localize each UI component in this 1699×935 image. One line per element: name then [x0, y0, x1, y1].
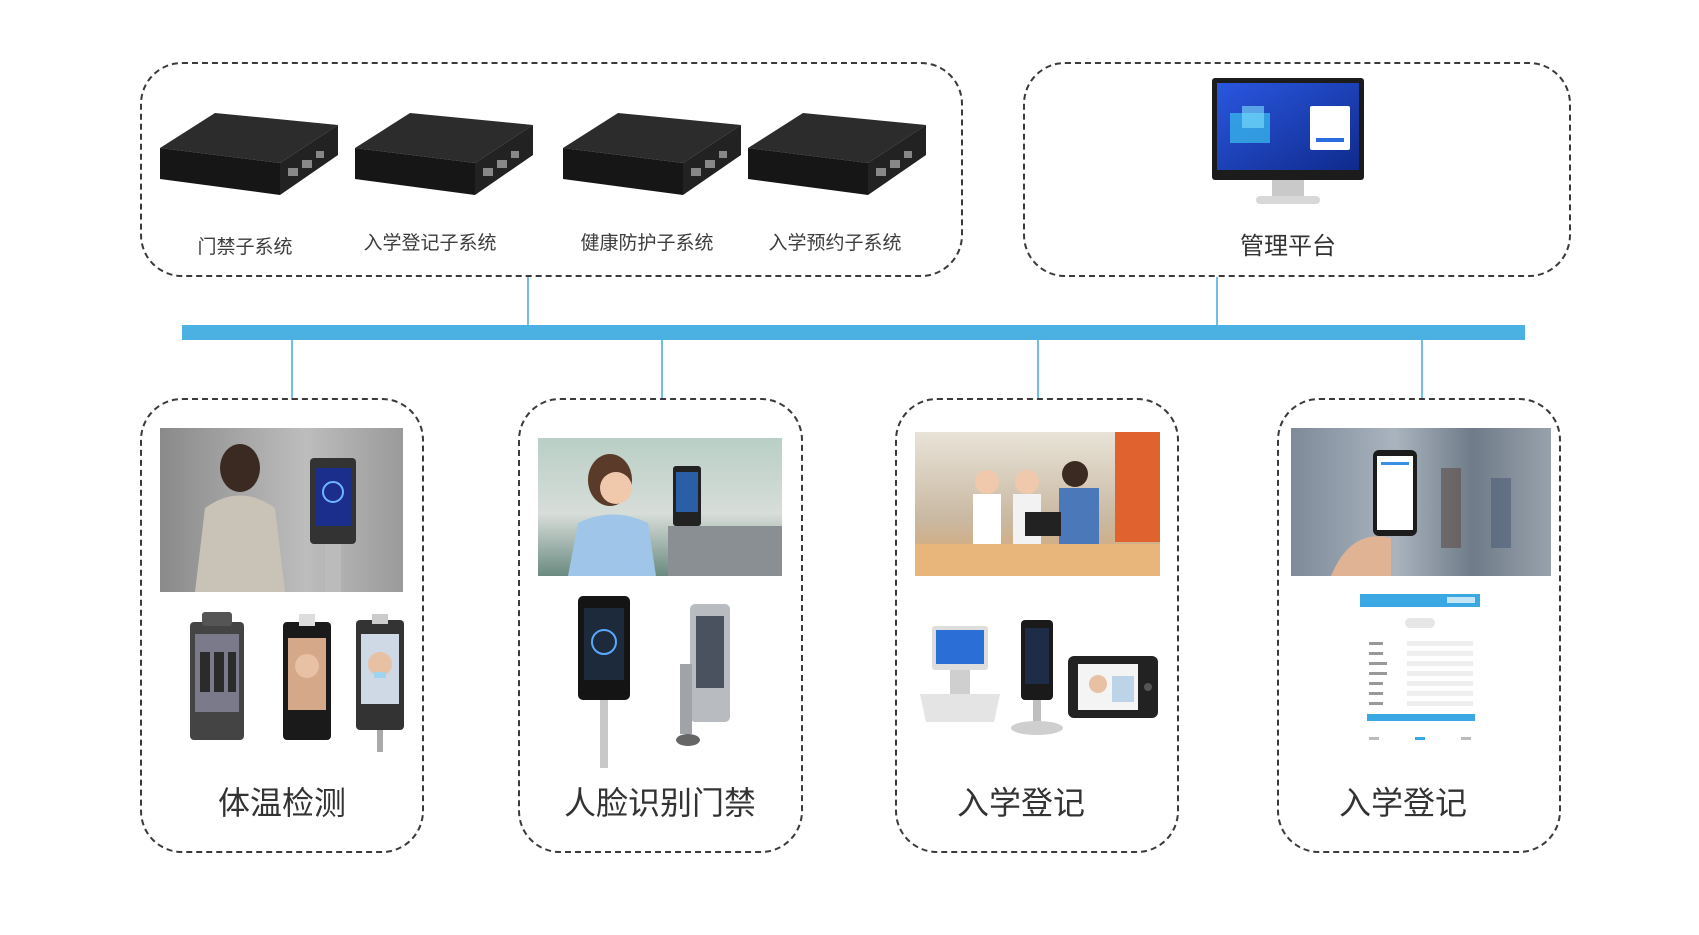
server-label-enrollment: 入学登记子系统	[363, 232, 497, 254]
server-device-enrollment	[355, 113, 533, 195]
face-terminal-silver	[676, 604, 732, 754]
face-terminal-black	[578, 596, 630, 768]
connector-temperature	[291, 340, 293, 400]
server-device-access-control	[160, 113, 338, 195]
server-label-health: 健康防护子系统	[580, 232, 714, 254]
management-group	[1023, 62, 1571, 277]
mobile-form-screenshot	[1357, 592, 1483, 744]
pos-terminal	[920, 626, 1000, 726]
enrollment-desk-group	[895, 398, 1179, 853]
server-device-reservation	[748, 113, 926, 195]
enrollment-desk-photo	[915, 432, 1160, 576]
thermal-terminal-3	[356, 614, 404, 752]
subsystems-group	[140, 62, 963, 277]
enrollment-mobile-label: 入学登记	[1338, 784, 1467, 822]
server-device-health	[563, 113, 741, 195]
enrollment-mobile-group	[1277, 398, 1561, 853]
enrollment-mobile-photo	[1291, 428, 1551, 576]
connector-enrollment-mobile	[1421, 340, 1423, 400]
server-label-access-control: 门禁子系统	[197, 236, 293, 258]
thermal-terminal-2	[283, 614, 331, 740]
face-access-group	[518, 398, 803, 853]
tablet-stand-terminal	[1007, 620, 1063, 736]
connector-face	[661, 340, 663, 400]
temperature-group	[140, 398, 424, 853]
enrollment-desk-label: 入学登记	[956, 784, 1085, 822]
connector-management	[1216, 277, 1218, 325]
connector-enrollment-desk	[1037, 340, 1039, 400]
network-bus	[182, 325, 1525, 340]
temperature-label: 体温检测	[217, 784, 346, 822]
thermal-terminal-1	[190, 612, 244, 740]
connector-servers	[527, 277, 529, 325]
rugged-tablet	[1068, 656, 1158, 718]
server-label-reservation: 入学预约子系统	[768, 232, 902, 254]
face-access-label: 人脸识别门禁	[563, 784, 756, 822]
management-platform-label: 管理平台	[1240, 232, 1336, 260]
face-access-photo	[538, 438, 782, 576]
monitor-icon	[1212, 78, 1364, 210]
temperature-photo	[160, 428, 403, 592]
